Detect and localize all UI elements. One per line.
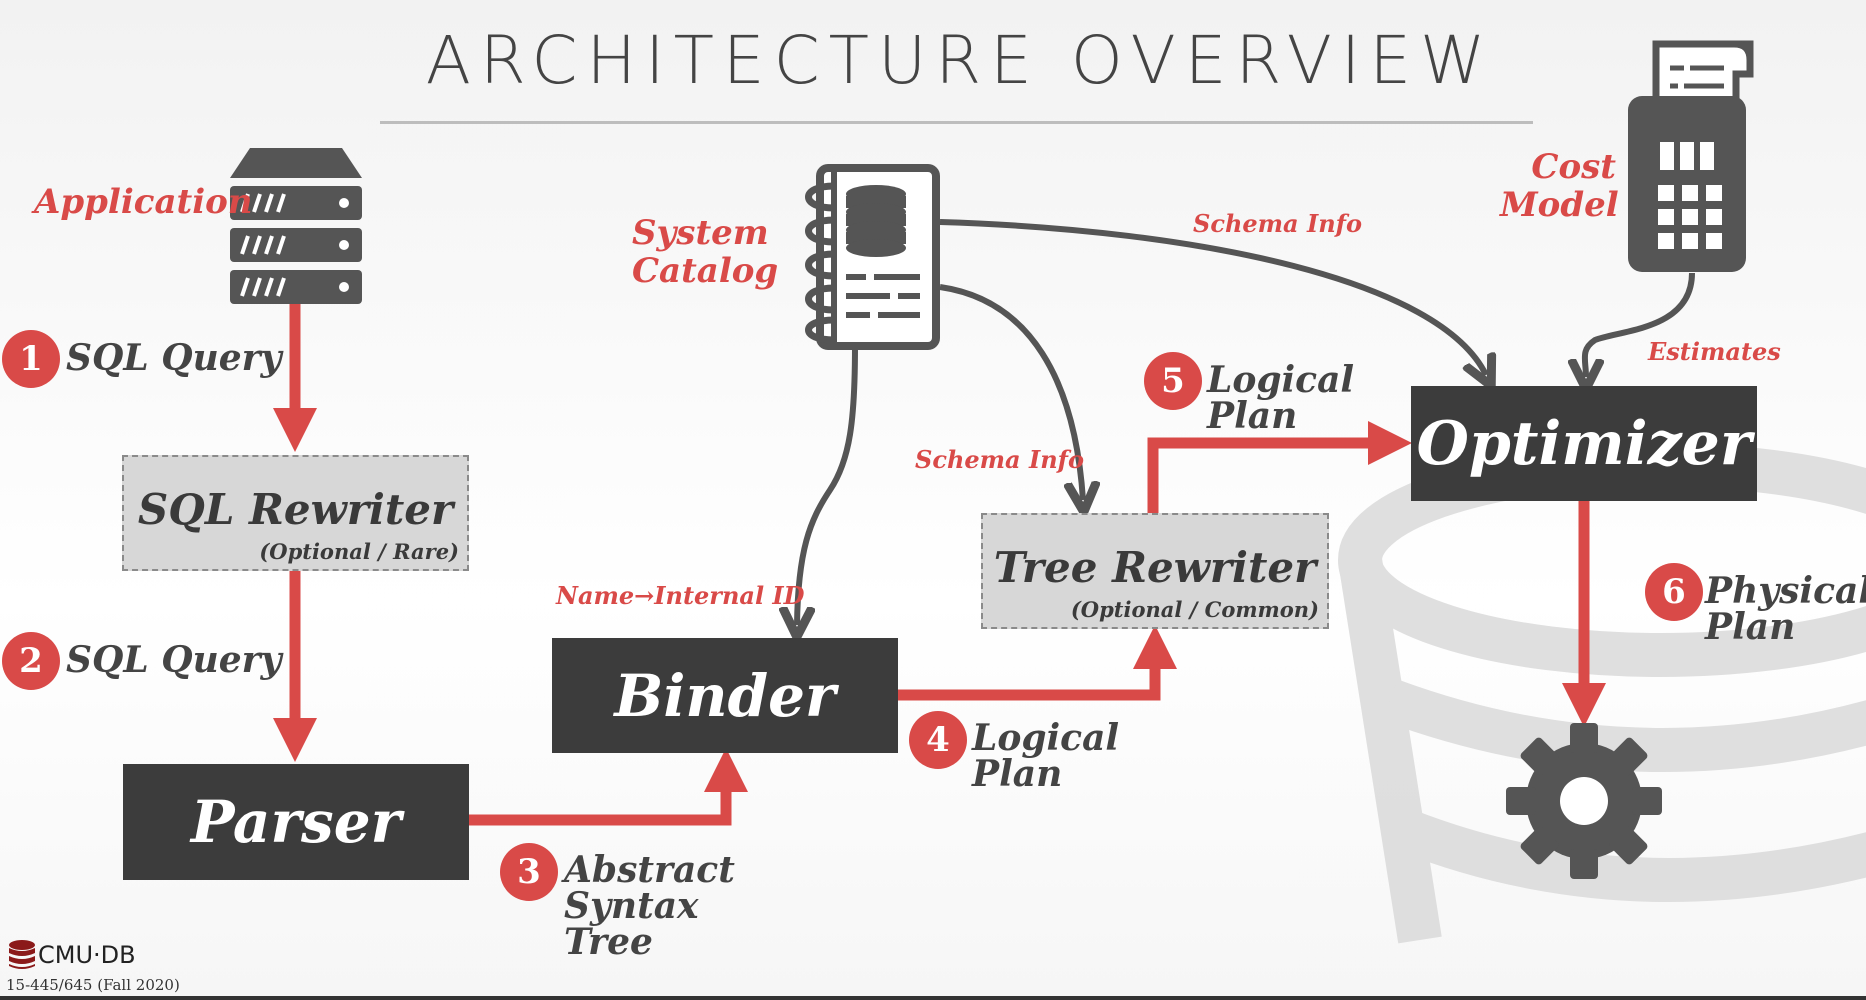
arrow-parser-to-binder xyxy=(468,748,748,826)
optimizer-box: Optimizer xyxy=(1411,386,1757,501)
sql-rewriter-box: SQL Rewriter (Optional / Rare) xyxy=(122,455,469,571)
estimates-label: Estimates xyxy=(1648,337,1781,366)
step-1-badge: 1 xyxy=(2,330,60,388)
step-3-label: Abstract Syntax Tree xyxy=(564,849,735,963)
step-2-badge: 2 xyxy=(2,632,60,690)
arrow-binder-to-tree-rewriter xyxy=(897,625,1177,701)
step-4-badge: 4 xyxy=(909,711,967,769)
step-5-label: Logical Plan xyxy=(1207,359,1355,437)
application-label: Application xyxy=(34,182,253,222)
page-title: ARCHITECTURE OVERVIEW xyxy=(425,22,1495,99)
arrow-catalog-to-binder xyxy=(797,345,858,625)
schema-info-label-top: Schema Info xyxy=(1193,209,1362,238)
gear-icon xyxy=(1506,723,1662,879)
cost-model-label: Cost Model xyxy=(1500,147,1619,225)
tree-rewriter-note: (Optional / Common) xyxy=(1070,597,1319,622)
database-logo-icon xyxy=(9,940,35,969)
name-to-internal-id-label: Name→Internal ID xyxy=(556,581,805,610)
step-6-label: Physical Plan xyxy=(1705,570,1866,648)
course-label: 15-445/645 (Fall 2020) xyxy=(6,976,180,994)
title-divider xyxy=(380,121,1533,124)
step-4-label: Logical Plan xyxy=(972,717,1120,795)
parser-box: Parser xyxy=(123,764,469,880)
step-3-badge: 3 xyxy=(500,843,558,901)
cmu-db-logo: CMU·DB xyxy=(8,940,136,970)
sql-rewriter-title: SQL Rewriter xyxy=(137,485,454,534)
notebook-database-icon xyxy=(805,164,940,350)
logo-text: CMU·DB xyxy=(38,941,136,969)
bottom-bar xyxy=(0,996,1866,1000)
tree-rewriter-title: Tree Rewriter xyxy=(993,543,1317,592)
arrow-tree-rewriter-to-optimizer xyxy=(1147,421,1412,515)
server-icon xyxy=(230,148,362,304)
system-catalog-label: System Catalog xyxy=(632,213,779,291)
calculator-receipt-icon xyxy=(1628,40,1754,272)
arrow-cost-model-to-optimizer xyxy=(1585,272,1695,377)
arrow-catalog-to-optimizer xyxy=(939,219,1486,375)
schema-info-label-mid: Schema Info xyxy=(915,445,1084,474)
sql-rewriter-note: (Optional / Rare) xyxy=(259,539,459,564)
step-5-badge: 5 xyxy=(1144,352,1202,410)
step-1-label: SQL Query xyxy=(66,337,282,379)
step-2-label: SQL Query xyxy=(66,639,282,681)
arrow-catalog-to-tree-rewriter xyxy=(939,284,1083,500)
step-6-badge: 6 xyxy=(1645,563,1703,621)
tree-rewriter-box: Tree Rewriter (Optional / Common) xyxy=(981,513,1329,629)
binder-box: Binder xyxy=(552,638,898,753)
